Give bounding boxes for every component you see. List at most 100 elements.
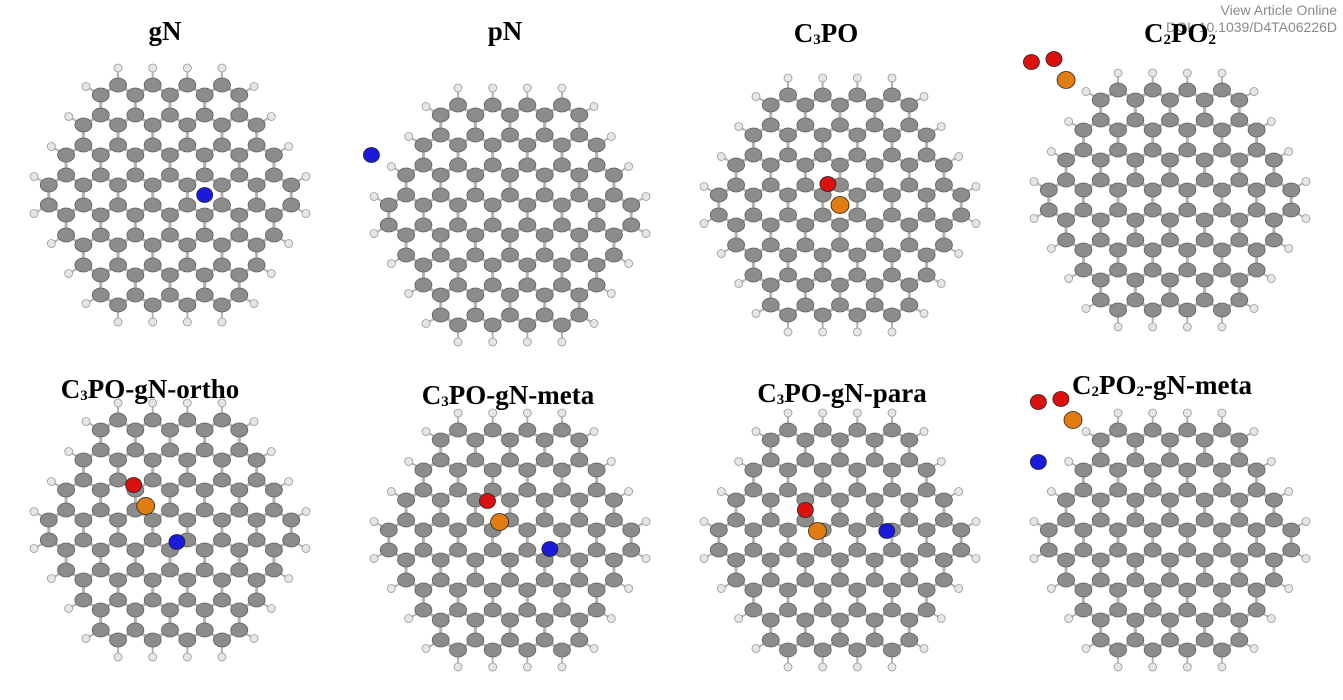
carbon-atom	[143, 452, 162, 468]
carbon-atom	[900, 432, 919, 448]
carbon-atom	[553, 482, 571, 498]
carbon-atom	[466, 632, 485, 648]
carbon-atom	[74, 572, 93, 588]
article-watermark[interactable]: View Article Online DOI: 10.1039/D4TA062…	[1166, 2, 1337, 36]
hydrogen-atom	[1148, 68, 1158, 78]
carbon-atom	[178, 237, 197, 253]
carbon-atom	[865, 157, 884, 173]
carbon-atom	[848, 207, 867, 223]
carbon-atom	[605, 512, 623, 528]
hydrogen-atom	[624, 259, 634, 268]
carbon-atom	[1091, 212, 1110, 228]
hydrogen-atom	[217, 63, 227, 73]
carbon-atom	[1057, 512, 1075, 528]
carbon-atom	[466, 612, 485, 628]
carbon-atom	[570, 452, 589, 468]
hydrogen-atom	[1301, 177, 1311, 186]
carbon-atom	[1247, 582, 1266, 598]
carbon-atom	[1109, 462, 1127, 478]
hydrogen-atom	[421, 102, 431, 111]
carbon-atom	[779, 582, 797, 598]
carbon-atom	[796, 277, 815, 293]
hydrogen-atom	[453, 83, 463, 93]
hydrogen-atom	[641, 554, 651, 563]
carbon-atom	[178, 592, 197, 608]
carbon-atom	[744, 207, 763, 223]
carbon-atom	[1091, 172, 1110, 188]
carbon-atom	[1143, 242, 1162, 258]
carbon-atom	[883, 147, 901, 163]
carbon-atom	[126, 622, 145, 638]
hydrogen-atom	[29, 507, 39, 516]
carbon-atom	[1230, 212, 1249, 228]
carbon-atom	[587, 462, 606, 478]
hydrogen-atom	[734, 122, 744, 131]
carbon-atom	[483, 422, 502, 438]
carbon-atom	[1178, 602, 1197, 618]
hydrogen-atom	[488, 83, 498, 93]
carbon-atom	[1213, 582, 1231, 598]
carbon-atom	[848, 267, 867, 283]
carbon-atom	[813, 127, 832, 143]
carbon-atom	[813, 307, 832, 323]
carbon-atom	[518, 257, 537, 273]
hydrogen-atom	[404, 289, 414, 298]
carbon-atom	[213, 137, 231, 153]
carbon-atom	[1230, 172, 1249, 188]
carbon-atom	[1195, 612, 1214, 628]
carbon-atom	[230, 147, 249, 163]
carbon-atom	[1109, 542, 1127, 558]
carbon-atom	[161, 562, 179, 578]
hydrogen-atom	[1064, 614, 1074, 623]
carbon-atom	[195, 107, 214, 123]
carbon-atom	[1161, 552, 1179, 568]
label-text: PO-gN-meta	[448, 380, 595, 410]
carbon-atom	[813, 582, 832, 598]
carbon-atom	[1161, 572, 1179, 588]
carbon-atom	[379, 217, 398, 233]
label-text: C	[1144, 18, 1164, 48]
carbon-atom	[501, 552, 519, 568]
carbon-atom	[709, 522, 728, 538]
carbon-atom	[143, 137, 162, 153]
hydrogen-atom	[386, 162, 396, 171]
carbon-atom	[900, 632, 919, 648]
molecule-structure-gn	[29, 63, 311, 327]
hydrogen-atom	[606, 457, 616, 466]
carbon-atom	[414, 137, 433, 153]
hydrogen-atom	[301, 209, 311, 218]
carbon-atom	[265, 482, 283, 498]
hydrogen-atom	[266, 604, 276, 613]
carbon-atom	[501, 227, 519, 243]
carbon-atom	[622, 197, 641, 213]
hydrogen-atom	[641, 229, 651, 238]
carbon-atom	[935, 177, 953, 193]
carbon-atom	[917, 187, 936, 203]
carbon-atom	[247, 452, 266, 468]
carbon-atom	[1195, 632, 1214, 648]
carbon-atom	[397, 247, 415, 263]
carbon-atom	[1247, 462, 1266, 478]
hydrogen-atom	[217, 652, 227, 662]
carbon-atom	[91, 287, 110, 303]
carbon-atom	[501, 187, 519, 203]
carbon-atom	[466, 107, 485, 123]
carbon-atom	[1178, 542, 1197, 558]
view-article-online-link[interactable]: View Article Online	[1220, 2, 1337, 18]
carbon-atom	[195, 167, 214, 183]
carbon-atom	[1091, 232, 1110, 248]
carbon-atom	[126, 207, 145, 223]
carbon-atom	[466, 187, 485, 203]
hydrogen-atom	[887, 327, 897, 337]
hydrogen-atom	[919, 309, 929, 318]
hydrogen-atom	[1266, 614, 1276, 623]
carbon-atom	[143, 472, 162, 488]
carbon-atom	[230, 167, 249, 183]
carbon-atom	[1143, 142, 1162, 158]
phosphorus-atom	[1056, 71, 1076, 89]
carbon-atom	[952, 207, 971, 223]
hydrogen-atom	[919, 644, 929, 653]
carbon-atom	[570, 167, 589, 183]
carbon-atom	[1109, 82, 1127, 98]
carbon-atom	[865, 297, 884, 313]
